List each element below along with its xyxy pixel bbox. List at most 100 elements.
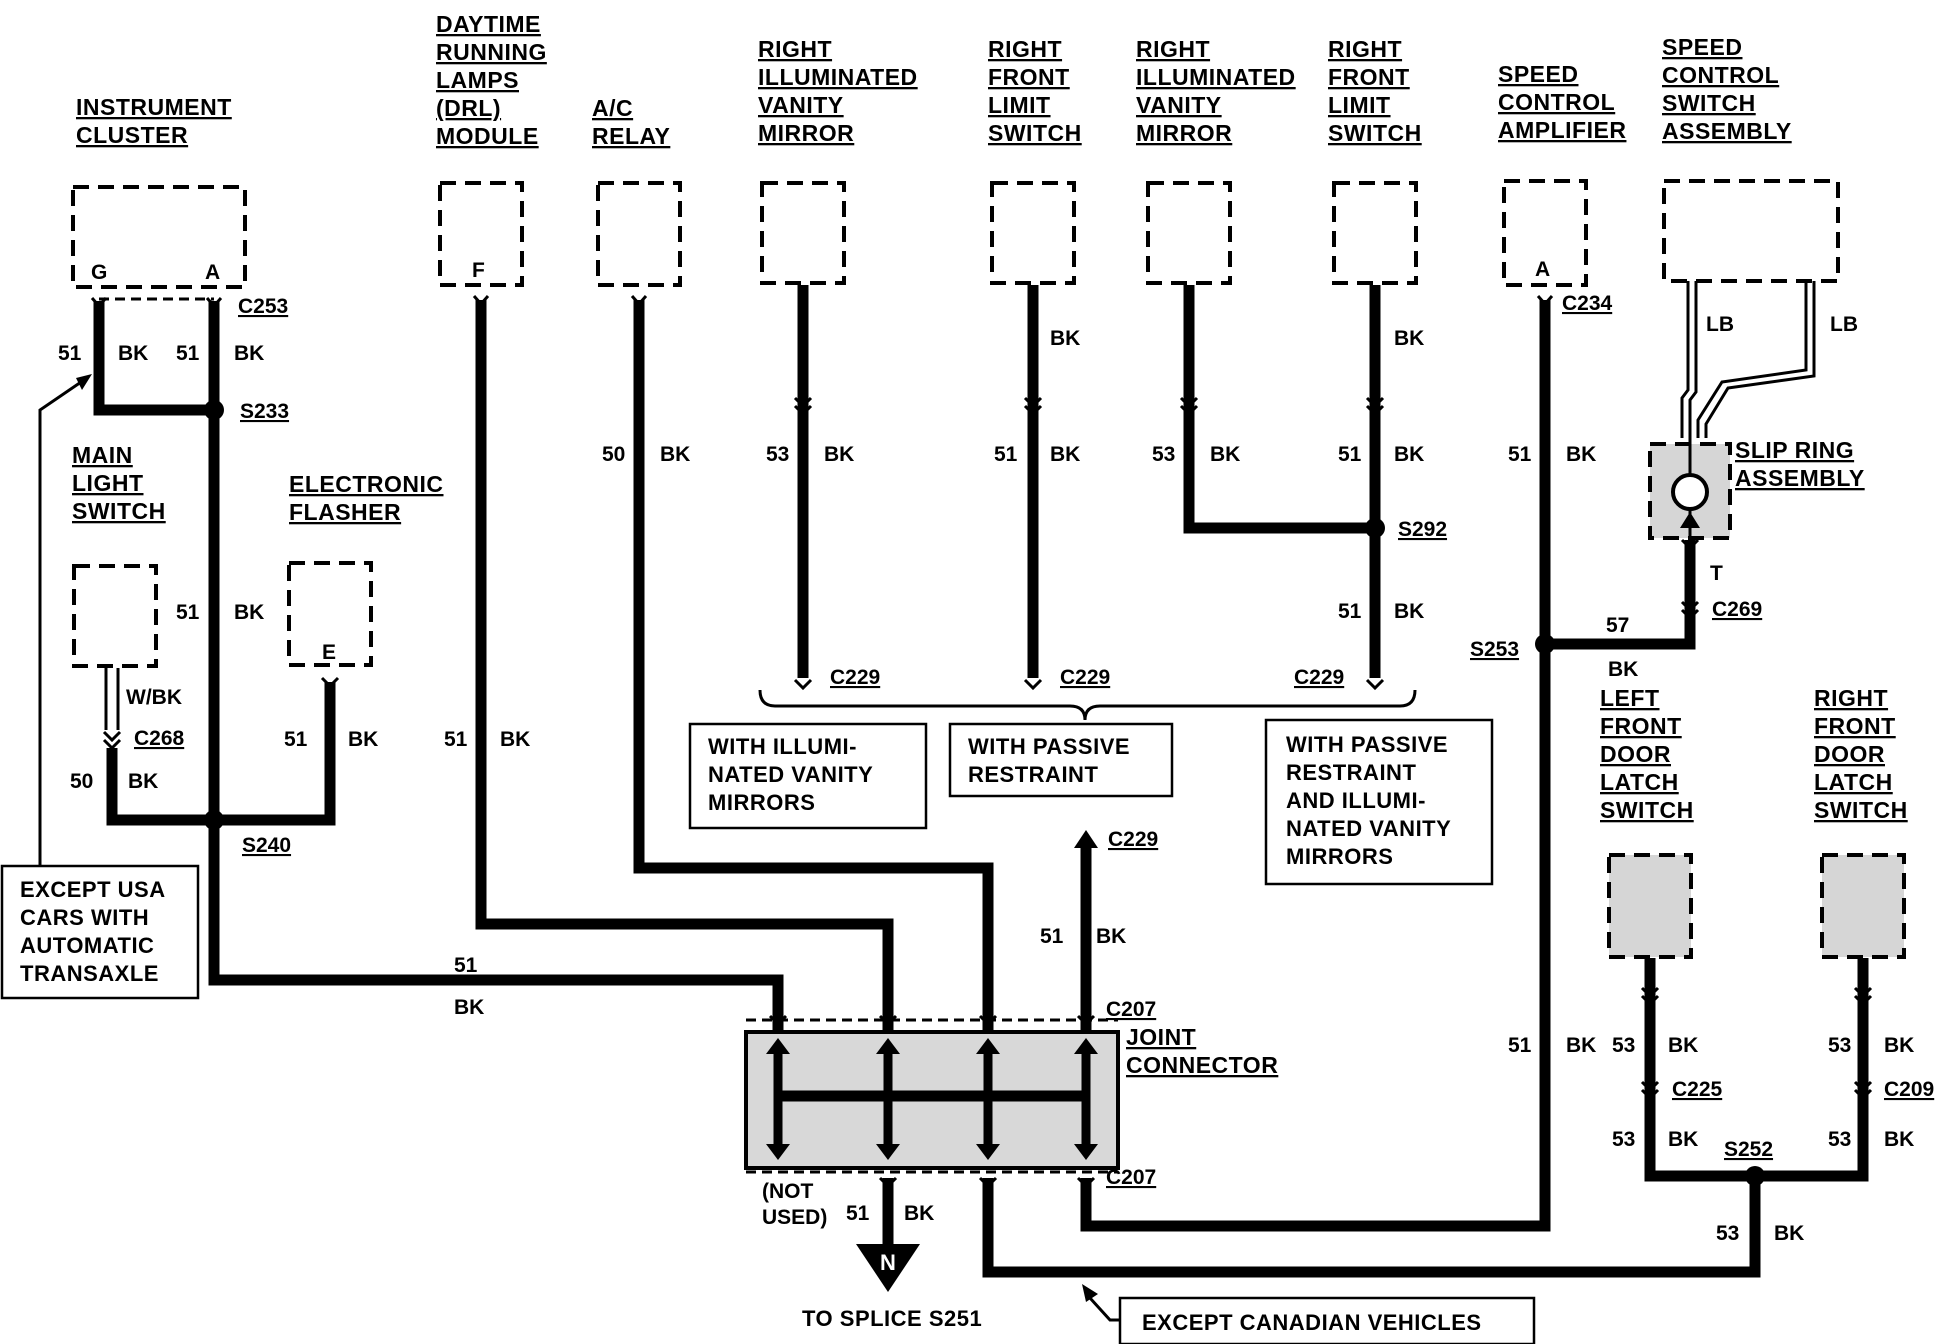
splice-s253-dot	[1535, 634, 1555, 654]
svg-text:BK: BK	[348, 728, 378, 751]
svg-text:FRONT: FRONT	[988, 64, 1070, 90]
label-main-light-switch: MAIN LIGHT SWITCH	[72, 442, 166, 524]
splice-s233-dot	[204, 400, 224, 420]
svg-text:BK: BK	[1884, 1034, 1914, 1057]
c229-brace	[758, 689, 1417, 721]
wire-cluster-g	[93, 301, 214, 416]
svg-text:BK: BK	[1394, 600, 1424, 623]
label-to-splice-s251: TO SPLICE S251	[802, 1306, 982, 1331]
pin-g: G	[91, 261, 107, 284]
svg-text:A/C: A/C	[592, 95, 633, 121]
note-except-usa-arrow	[76, 374, 92, 390]
svg-text:53: 53	[1716, 1222, 1739, 1245]
svg-text:ASSEMBLY: ASSEMBLY	[1662, 118, 1792, 144]
label-joint-connector: JOINT CONNECTOR	[1126, 1024, 1278, 1078]
svg-text:BK: BK	[904, 1202, 934, 1225]
svg-text:50: 50	[70, 770, 93, 793]
wire-drl-joint	[475, 300, 894, 1032]
left-door-latch-box	[1607, 853, 1693, 959]
wire-flasher-s240	[214, 682, 336, 826]
svg-text:FRONT: FRONT	[1328, 64, 1410, 90]
splice-s292-dot	[1365, 518, 1385, 538]
svg-text:BK: BK	[454, 996, 484, 1019]
splice-s240-dot	[204, 810, 224, 830]
ground-arrow	[856, 1244, 920, 1292]
c229-arrow	[1074, 830, 1098, 848]
label-s240: S240	[242, 834, 291, 857]
label-c225: C225	[1672, 1078, 1723, 1101]
svg-text:W/BK: W/BK	[126, 686, 182, 709]
svg-text:(DRL): (DRL)	[436, 95, 501, 121]
svg-text:ASSEMBLY: ASSEMBLY	[1735, 465, 1865, 491]
svg-text:BK: BK	[1050, 443, 1080, 466]
wire-lb-right2	[1704, 281, 1816, 438]
svg-text:50: 50	[602, 443, 625, 466]
svg-text:BK: BK	[118, 342, 148, 365]
right-vanity-mirror-1-box	[760, 181, 846, 285]
svg-text:53: 53	[1828, 1128, 1851, 1151]
label-s252: S252	[1724, 1138, 1773, 1161]
label-right-vanity-mirror-2: RIGHT ILLUMINATED VANITY MIRROR	[1136, 36, 1295, 146]
label-electronic-flasher: ELECTRONIC FLASHER	[289, 471, 443, 525]
joint-pins	[766, 1038, 1098, 1160]
svg-text:DOOR: DOOR	[1814, 741, 1885, 767]
svg-text:AND ILLUMI-: AND ILLUMI-	[1286, 788, 1426, 813]
svg-text:AMPLIFIER: AMPLIFIER	[1498, 117, 1626, 143]
connector-chevrons	[90, 295, 1873, 1189]
svg-text:VANITY: VANITY	[758, 92, 844, 118]
wire-slip-ring-s253	[1545, 540, 1696, 650]
svg-text:LEFT: LEFT	[1600, 685, 1660, 711]
label-c229-c: C229	[1294, 666, 1344, 689]
svg-text:LIMIT: LIMIT	[988, 92, 1051, 118]
svg-text:BK: BK	[1394, 327, 1424, 350]
svg-text:SWITCH: SWITCH	[1662, 90, 1756, 116]
pin-f: F	[472, 259, 485, 282]
svg-text:EXCEPT USA: EXCEPT USA	[20, 877, 166, 902]
speed-control-switch-box	[1662, 179, 1840, 283]
svg-text:LIGHT: LIGHT	[72, 470, 144, 496]
electronic-flasher-box	[287, 561, 373, 667]
svg-text:SPEED: SPEED	[1498, 61, 1578, 87]
label-c269: C269	[1712, 598, 1762, 621]
svg-text:INSTRUMENT: INSTRUMENT	[76, 94, 232, 120]
svg-text:SWITCH: SWITCH	[1814, 797, 1908, 823]
svg-text:BK: BK	[234, 601, 264, 624]
svg-text:(NOT: (NOT	[762, 1180, 813, 1203]
svg-text:53: 53	[1828, 1034, 1851, 1057]
svg-text:WITH ILLUMI-: WITH ILLUMI-	[708, 734, 857, 759]
svg-text:LIMIT: LIMIT	[1328, 92, 1391, 118]
svg-text:FRONT: FRONT	[1814, 713, 1896, 739]
svg-text:DAYTIME: DAYTIME	[436, 11, 541, 37]
label-c268: C268	[134, 727, 185, 750]
svg-text:BK: BK	[1668, 1034, 1698, 1057]
svg-text:51: 51	[994, 443, 1018, 466]
svg-text:CONTROL: CONTROL	[1498, 89, 1615, 115]
svg-text:RIGHT: RIGHT	[1136, 36, 1210, 62]
svg-text:SWITCH: SWITCH	[72, 498, 166, 524]
right-vanity-mirror-2-box	[1146, 181, 1232, 285]
pin-a-amplifier: A	[1535, 258, 1550, 281]
note-except-usa: EXCEPT USA CARS WITH AUTOMATIC TRANSAXLE	[0, 864, 200, 1000]
svg-text:FRONT: FRONT	[1600, 713, 1682, 739]
pin-e: E	[322, 641, 336, 664]
wire-right-latch	[1755, 958, 1869, 1182]
label-c229-d: C229	[1108, 828, 1158, 851]
svg-text:BK: BK	[1566, 1034, 1596, 1057]
svg-text:BK: BK	[1608, 658, 1638, 681]
svg-text:RIGHT: RIGHT	[1814, 685, 1888, 711]
label-c229-b: C229	[1060, 666, 1110, 689]
svg-text:DOOR: DOOR	[1600, 741, 1671, 767]
wire-s252-joint	[982, 1176, 1761, 1278]
svg-text:51: 51	[176, 342, 200, 365]
svg-text:SWITCH: SWITCH	[1600, 797, 1694, 823]
svg-text:LAMPS: LAMPS	[436, 67, 519, 93]
svg-text:LATCH: LATCH	[1814, 769, 1893, 795]
svg-text:FLASHER: FLASHER	[289, 499, 401, 525]
svg-text:NATED VANITY: NATED VANITY	[708, 762, 873, 787]
label-s253: S253	[1470, 638, 1519, 661]
label-c253: C253	[238, 295, 288, 318]
svg-text:BK: BK	[1210, 443, 1240, 466]
ac-relay-box	[596, 181, 682, 287]
svg-text:LB: LB	[1830, 313, 1858, 336]
